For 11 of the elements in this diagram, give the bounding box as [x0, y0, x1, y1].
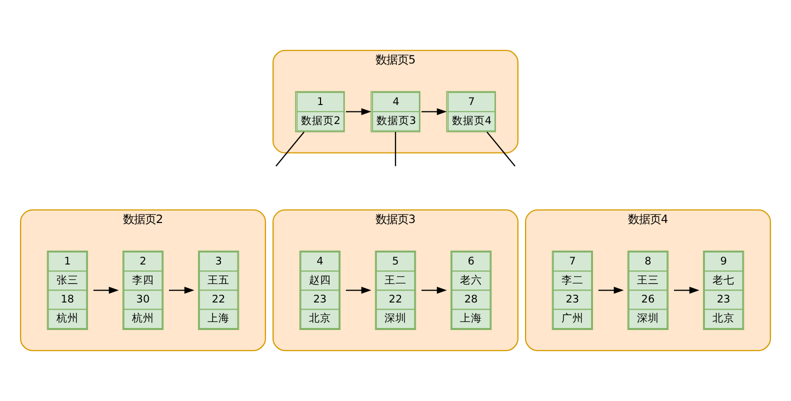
- arrow: [93, 286, 119, 294]
- arrow: [598, 286, 624, 294]
- arrow: [168, 286, 194, 294]
- arrow: [674, 286, 700, 294]
- arrow: [346, 286, 372, 294]
- arrow: [421, 286, 447, 294]
- connector: [486, 132, 516, 166]
- arrow: [346, 108, 372, 116]
- connector: [394, 132, 396, 166]
- arrow: [421, 108, 447, 116]
- connector: [276, 132, 304, 166]
